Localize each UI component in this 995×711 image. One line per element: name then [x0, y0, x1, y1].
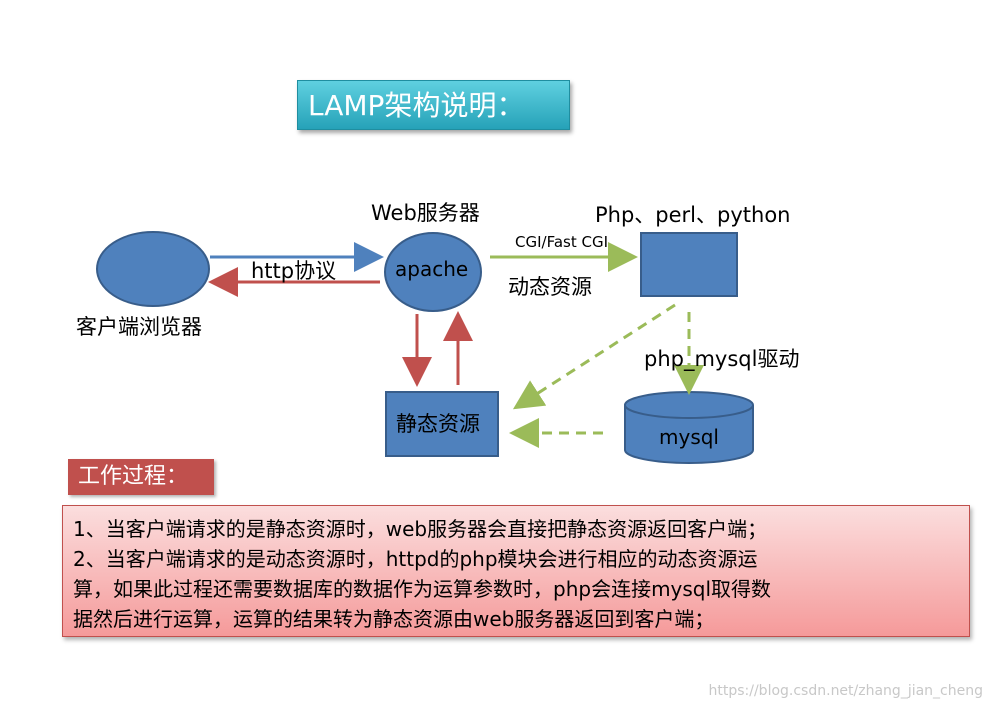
- mysql-label: mysql: [659, 425, 719, 449]
- process-line-4: 据然后进行运算，运算的结果转为静态资源由web服务器返回到客户端；: [73, 607, 715, 631]
- dynamic-resource-label: 动态资源: [508, 275, 592, 299]
- browser-label: 客户端浏览器: [76, 315, 202, 339]
- lang-to-static-arrow: [512, 303, 676, 410]
- work-process-title: 工作过程：: [68, 459, 214, 495]
- driver-label: php_mysql驱动: [644, 347, 800, 371]
- static-node: [385, 391, 499, 457]
- work-process-box: 1、当客户端请求的是静态资源时，web服务器会直接把静态资源返回客户端； 2、当…: [62, 505, 970, 637]
- process-line-2: 2、当客户端请求的是动态资源时，httpd的php模块会进行相应的动态资源运: [73, 547, 758, 571]
- browser-node: [96, 231, 210, 307]
- web-server-label: Web服务器: [371, 201, 480, 225]
- static-resource-label: 静态资源: [396, 412, 480, 436]
- watermark: https://blog.csdn.net/zhang_jian_cheng: [708, 683, 984, 699]
- process-line-1: 1、当客户端请求的是静态资源时，web服务器会直接把静态资源返回客户端；: [73, 517, 768, 541]
- page-title: LAMP架构说明：: [297, 80, 570, 130]
- apache-node: [384, 232, 482, 312]
- mysql-node: [624, 391, 754, 464]
- apache-label: apache: [395, 257, 469, 281]
- lang-node: [640, 232, 738, 297]
- cgi-label: CGI/Fast CGI: [515, 233, 609, 251]
- process-line-3: 算，如果此过程还需要数据库的数据作为运算参数时，php会连接mysql取得数: [73, 577, 772, 601]
- http-protocol-label: http协议: [251, 259, 337, 283]
- languages-label: Php、perl、python: [595, 203, 791, 227]
